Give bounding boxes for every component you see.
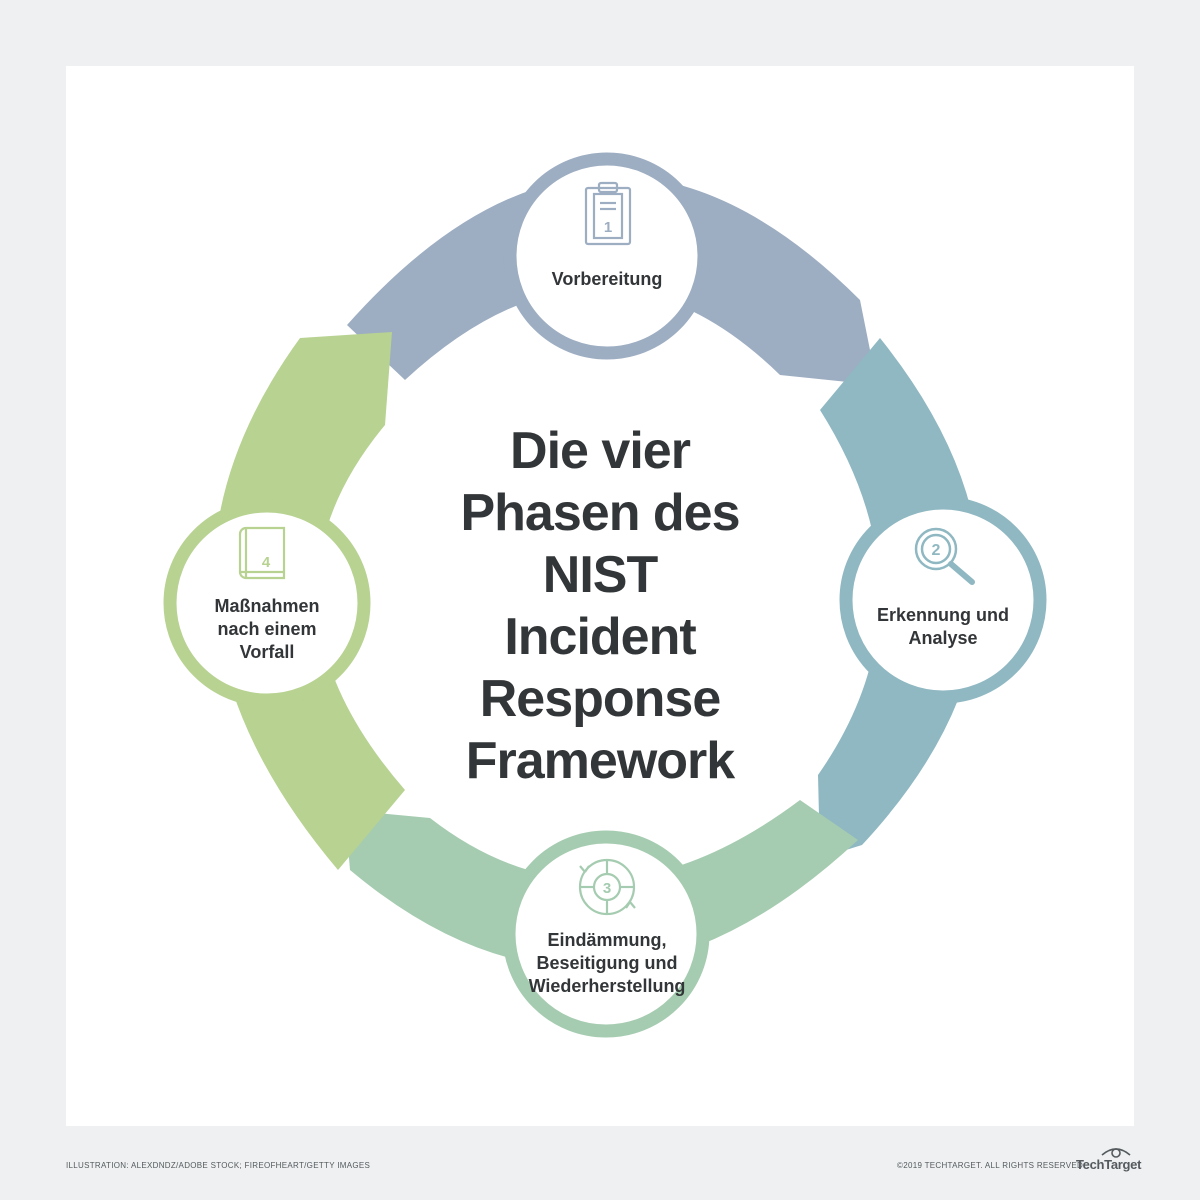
svg-text:1: 1: [604, 219, 612, 236]
phase-4-circle: [163, 499, 371, 707]
phase-4-label: Maßnahmen nach einem Vorfall: [214, 596, 320, 662]
illustration-credit: ILLUSTRATION: ALEXDNDZ/ADOBE STOCK; FIRE…: [66, 1161, 371, 1170]
phase-3-label: Eindämmung, Beseitigung und Wiederherste…: [528, 930, 686, 996]
svg-text:3: 3: [603, 880, 611, 897]
phase-1-label: Vorbereitung: [551, 269, 663, 289]
copyright-notice: ©2019 TECHTARGET. ALL RIGHTS RESERVED: [897, 1161, 1084, 1170]
phase-2-circle: [839, 496, 1047, 704]
svg-text:4: 4: [262, 554, 271, 571]
phase-2-label: Erkennung und Analyse: [877, 605, 1009, 648]
cycle-target-icon: 3: [578, 858, 636, 916]
phase-1-circle: [503, 152, 711, 360]
techtarget-logo-icon: [1101, 1148, 1131, 1158]
diagram-title: Die vier Phasen des NIST Incident Respon…: [460, 422, 740, 790]
phase-3-circle: [502, 830, 710, 1038]
brand-logo-text: TechTarget: [1076, 1157, 1142, 1172]
svg-text:2: 2: [932, 542, 941, 559]
book-icon: 4: [238, 526, 286, 580]
clipboard-icon: 1: [584, 181, 632, 246]
magnifier-icon: 2: [914, 527, 975, 585]
